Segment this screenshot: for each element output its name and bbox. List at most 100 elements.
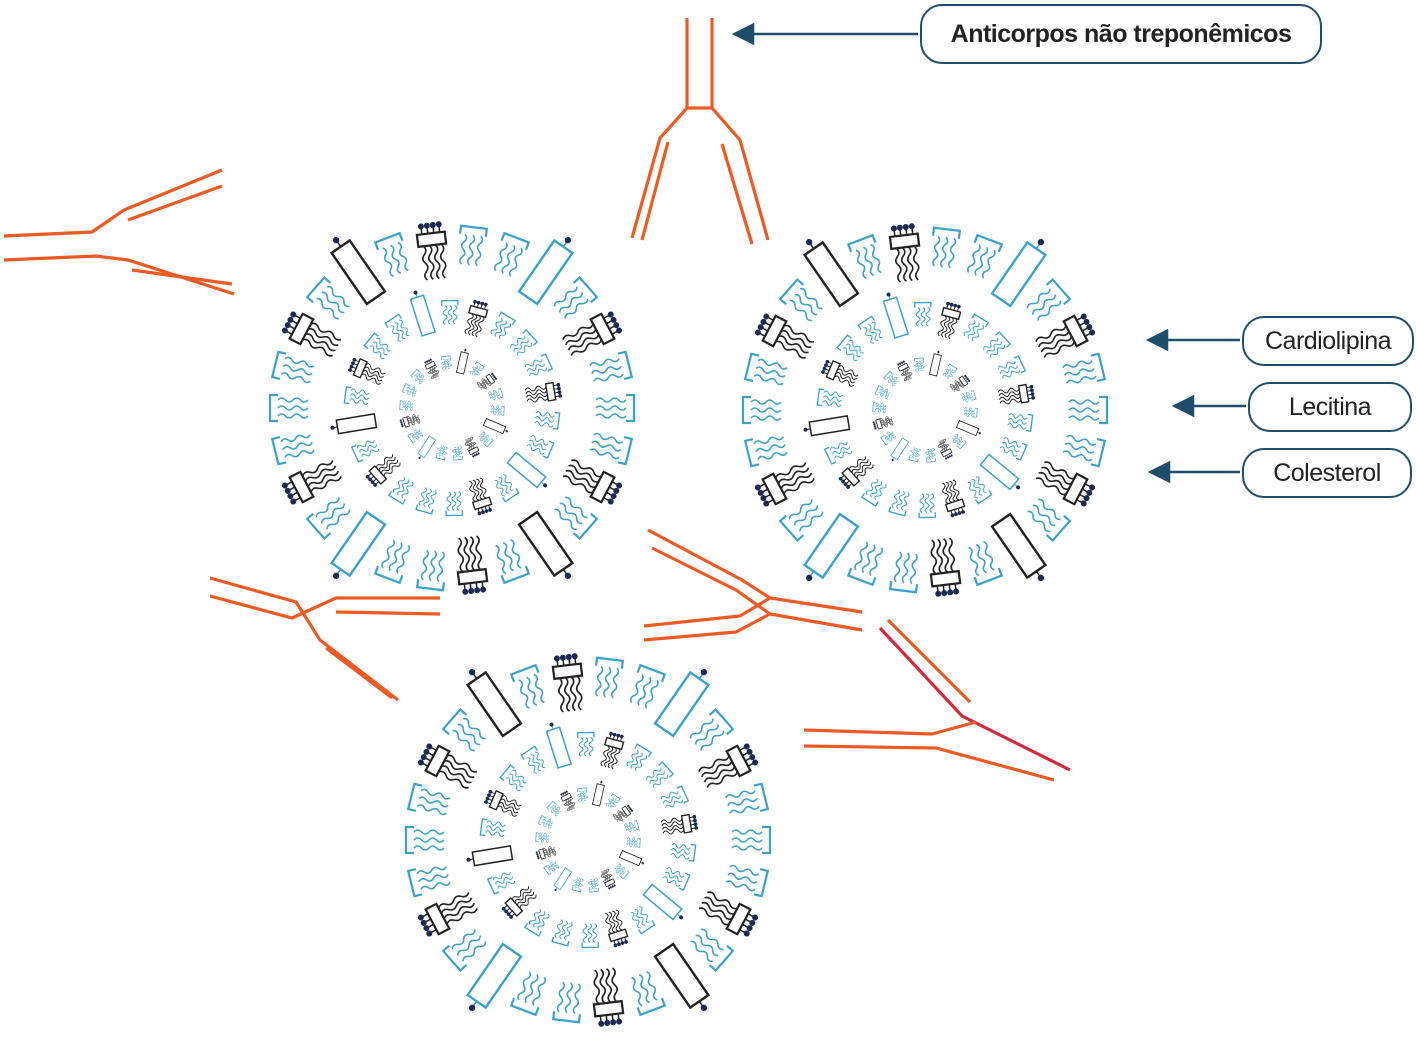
cholesterol-molecule bbox=[653, 668, 711, 738]
lecithin-molecule bbox=[928, 350, 942, 377]
cholesterol-molecule bbox=[387, 476, 414, 505]
cardiolipin-molecule bbox=[997, 383, 1035, 405]
cholesterol-molecule bbox=[914, 301, 932, 327]
antibody-center-arm bbox=[643, 596, 771, 628]
cholesterol-molecule bbox=[373, 539, 410, 585]
cholesterol-molecule bbox=[490, 311, 517, 340]
cholesterol-molecule bbox=[1007, 413, 1034, 432]
cholesterol-molecule bbox=[581, 923, 599, 949]
lecithin-molecule bbox=[803, 415, 851, 437]
cholesterol-molecule bbox=[690, 928, 735, 972]
lecithin-molecule bbox=[517, 510, 575, 580]
cholesterol-molecule bbox=[534, 411, 561, 430]
cholesterol-molecule bbox=[670, 843, 697, 862]
cholesterol-molecule bbox=[441, 929, 487, 972]
cholesterol-molecule bbox=[523, 908, 550, 937]
cardiolipin-molecule bbox=[1035, 313, 1096, 358]
cardiolipin-molecule bbox=[600, 731, 625, 770]
cardiolipin-molecule bbox=[281, 460, 342, 505]
antibody-right-arm bbox=[878, 626, 1071, 772]
cardiolipin-molecule bbox=[415, 221, 448, 281]
cholesterol-molecule bbox=[441, 708, 486, 752]
cholesterol-molecule bbox=[967, 476, 993, 505]
cholesterol-molecule bbox=[918, 493, 936, 519]
cholesterol-molecule bbox=[605, 793, 621, 809]
cardiolipin-molecule bbox=[897, 360, 913, 382]
cholesterol-molecule bbox=[990, 238, 1048, 308]
cholesterol-molecule bbox=[725, 864, 770, 898]
cholesterol-molecule bbox=[816, 388, 843, 407]
cholesterol-molecule bbox=[305, 276, 350, 320]
cardiolipin-molecule bbox=[562, 311, 623, 356]
cardiolipin-molecule bbox=[417, 892, 478, 937]
cardiolipin-molecule bbox=[484, 789, 522, 817]
cholesterol-molecule bbox=[270, 434, 315, 466]
cholesterol-molecule bbox=[445, 491, 463, 517]
cholesterol-molecule bbox=[441, 299, 459, 325]
lecithin-molecule bbox=[653, 942, 711, 1012]
cholesterol-molecule bbox=[526, 435, 555, 459]
antibody-right-arm bbox=[803, 744, 1055, 782]
antibody-top-arm bbox=[720, 143, 754, 245]
antibody-left-arm bbox=[3, 254, 235, 296]
cardiolipin-molecule bbox=[551, 653, 584, 713]
cholesterol-molecule bbox=[270, 350, 315, 384]
cholesterol-molecule bbox=[660, 785, 690, 809]
cholesterol-molecule bbox=[350, 439, 380, 463]
cholesterol-molecule bbox=[1027, 498, 1072, 542]
cardiolipin-molecule bbox=[417, 743, 478, 789]
cholesterol-molecule bbox=[802, 512, 860, 582]
cardiolipin-molecule bbox=[660, 813, 698, 835]
cholesterol-molecule bbox=[979, 453, 1021, 491]
cholesterol-molecule bbox=[524, 353, 554, 377]
cardiolipin-molecule bbox=[477, 372, 497, 390]
cholesterol-molecule bbox=[401, 383, 418, 397]
cardiolipin-molecule bbox=[698, 891, 759, 937]
lecithin-molecule bbox=[618, 849, 644, 867]
cholesterol-molecule bbox=[882, 292, 910, 339]
cardiolipin-molecule bbox=[1035, 461, 1096, 507]
cholesterol-molecule bbox=[874, 385, 891, 399]
lecithin-molecule bbox=[466, 845, 514, 867]
cardiolipin-molecule bbox=[888, 223, 921, 283]
cholesterol-molecule bbox=[589, 432, 634, 466]
cardiolipin-molecule bbox=[754, 462, 815, 507]
cholesterol-molecule bbox=[846, 541, 883, 587]
cardiolipin-molecule bbox=[281, 311, 342, 357]
cholesterol-molecule bbox=[546, 800, 562, 817]
cardiolipin-molecule bbox=[937, 438, 953, 460]
antibody-midleft-arm bbox=[335, 610, 441, 616]
cholesterol-molecule bbox=[983, 331, 1012, 358]
cholesterol-molecule bbox=[343, 386, 370, 405]
cholesterol-molecule bbox=[495, 539, 531, 585]
cardiolipin-molecule bbox=[365, 454, 401, 487]
antibody-top-arm bbox=[640, 141, 670, 241]
cardiolipin-molecule bbox=[524, 381, 562, 403]
micelle-left bbox=[268, 221, 636, 595]
cholesterol-molecule bbox=[517, 236, 575, 306]
cardiolipin-molecule bbox=[950, 374, 970, 392]
cholesterol-molecule bbox=[967, 233, 1004, 279]
cholesterol-molecule bbox=[860, 478, 887, 507]
cholesterol-molecule bbox=[594, 656, 625, 699]
cholesterol-molecule bbox=[465, 942, 523, 1012]
cholesterol-molecule bbox=[410, 368, 426, 385]
cholesterol-molecule bbox=[553, 867, 573, 892]
cholesterol-molecule bbox=[631, 971, 667, 1017]
lecithin-molecule bbox=[802, 238, 860, 308]
lecithin-molecule bbox=[990, 512, 1048, 582]
label-cholesterol: Colesterol bbox=[1242, 448, 1412, 498]
cholesterol-molecule bbox=[509, 971, 546, 1017]
antibody-right-arm bbox=[886, 618, 972, 704]
cholesterol-molecule bbox=[404, 825, 445, 855]
cholesterol-molecule bbox=[731, 825, 772, 855]
antibody-left-arm bbox=[127, 184, 223, 222]
antibody-top-arm bbox=[630, 18, 689, 239]
antibody-left-arm bbox=[131, 268, 233, 286]
lecithin-molecule bbox=[330, 413, 378, 435]
antibody-left-arm bbox=[3, 168, 223, 238]
cholesterol-molecule bbox=[883, 370, 899, 387]
cholesterol-molecule bbox=[554, 496, 599, 540]
cholesterol-molecule bbox=[646, 761, 675, 788]
